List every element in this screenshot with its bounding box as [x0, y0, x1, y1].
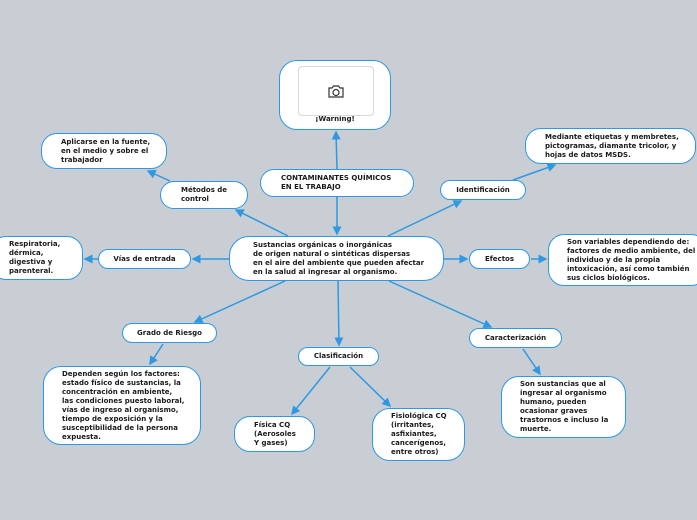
- efectos-detail-text: Son variables dependiendo de: factores d…: [567, 237, 696, 282]
- link-central-caracterizacion: [388, 280, 493, 329]
- fisiologica-text: Fisiológica CQ (irritantes, asfixiantes,…: [391, 412, 447, 456]
- caracterizacion-detail-text: Son sustancias que al ingresar al organi…: [520, 380, 609, 433]
- caracterizacion-detail-node[interactable]: Son sustancias que al ingresar al organi…: [501, 376, 626, 438]
- aplicarse-node[interactable]: Aplicarse en la fuente, en el medio y so…: [41, 133, 167, 169]
- efectos-detail-node[interactable]: Son variables dependiendo de: factores d…: [548, 234, 697, 286]
- title-node[interactable]: CONTAMINANTES QUÍMICOS EN EL TRABAJO: [260, 169, 414, 197]
- identificacion-detail-text: Mediante etiquetas y membretes, pictogra…: [545, 132, 679, 159]
- clasificacion-node[interactable]: Clasificación: [298, 347, 379, 366]
- identificacion-text: Identificación: [456, 185, 510, 194]
- efectos-node[interactable]: Efectos: [469, 249, 530, 269]
- link-central-clasificacion: [334, 280, 344, 347]
- link-central-grado: [193, 280, 286, 323]
- link-title-warning: [331, 130, 341, 170]
- metodos-text: Métodos de control: [181, 186, 228, 203]
- fisica-text: Física CQ (Aerosoles Y gases): [254, 420, 296, 447]
- link-central-identificacion: [387, 200, 463, 237]
- central-text: Sustancias orgánicas o inorgánicas de or…: [253, 240, 425, 276]
- link-central-metodos: [234, 209, 289, 237]
- link-grado-detail: [149, 343, 164, 366]
- identificacion-node[interactable]: Identificación: [440, 180, 526, 200]
- caracterizacion-node[interactable]: Caracterización: [469, 328, 562, 348]
- link-caracterizacion-detail: [522, 348, 541, 376]
- grado-node[interactable]: Grado de Riesgo: [122, 323, 217, 343]
- fisica-node[interactable]: Física CQ (Aerosoles Y gases): [234, 416, 315, 452]
- vias-text: Vías de entrada: [113, 254, 176, 263]
- caracterizacion-text: Caracterización: [484, 333, 547, 342]
- fisiologica-node[interactable]: Fisiológica CQ (irritantes, asfixiantes,…: [372, 408, 465, 461]
- title-text: CONTAMINANTES QUÍMICOS EN EL TRABAJO: [281, 174, 392, 191]
- grado-detail-text: Dependen según los factores: estado físi…: [62, 369, 185, 441]
- clasificacion-text: Clasificación: [313, 352, 364, 360]
- link-clasificacion-fisica: [291, 366, 331, 416]
- metodos-node[interactable]: Métodos de control: [160, 181, 248, 209]
- aplicarse-text: Aplicarse en la fuente, en el medio y so…: [61, 137, 151, 164]
- link-identificacion-detail: [512, 163, 557, 181]
- link-clasificacion-fisiologica: [349, 366, 392, 408]
- central-node[interactable]: Sustancias orgánicas o inorgánicas de or…: [229, 236, 444, 281]
- vias-detail-text: Respiratoria, dérmica, digestiva y paren…: [9, 240, 61, 275]
- camera-icon: [328, 84, 344, 98]
- grado-text: Grado de Riesgo: [137, 328, 202, 337]
- vias-node[interactable]: Vías de entrada: [98, 249, 191, 269]
- vias-detail-node[interactable]: Respiratoria, dérmica, digestiva y paren…: [0, 236, 83, 280]
- image-placeholder[interactable]: [298, 66, 374, 116]
- grado-detail-node[interactable]: Dependen según los factores: estado físi…: [43, 366, 201, 445]
- link-metodos-aplicarse: [146, 170, 171, 182]
- warning-label: ¡Warning!: [315, 115, 355, 123]
- efectos-text: Efectos: [484, 254, 515, 263]
- identificacion-detail-node[interactable]: Mediante etiquetas y membretes, pictogra…: [525, 128, 696, 164]
